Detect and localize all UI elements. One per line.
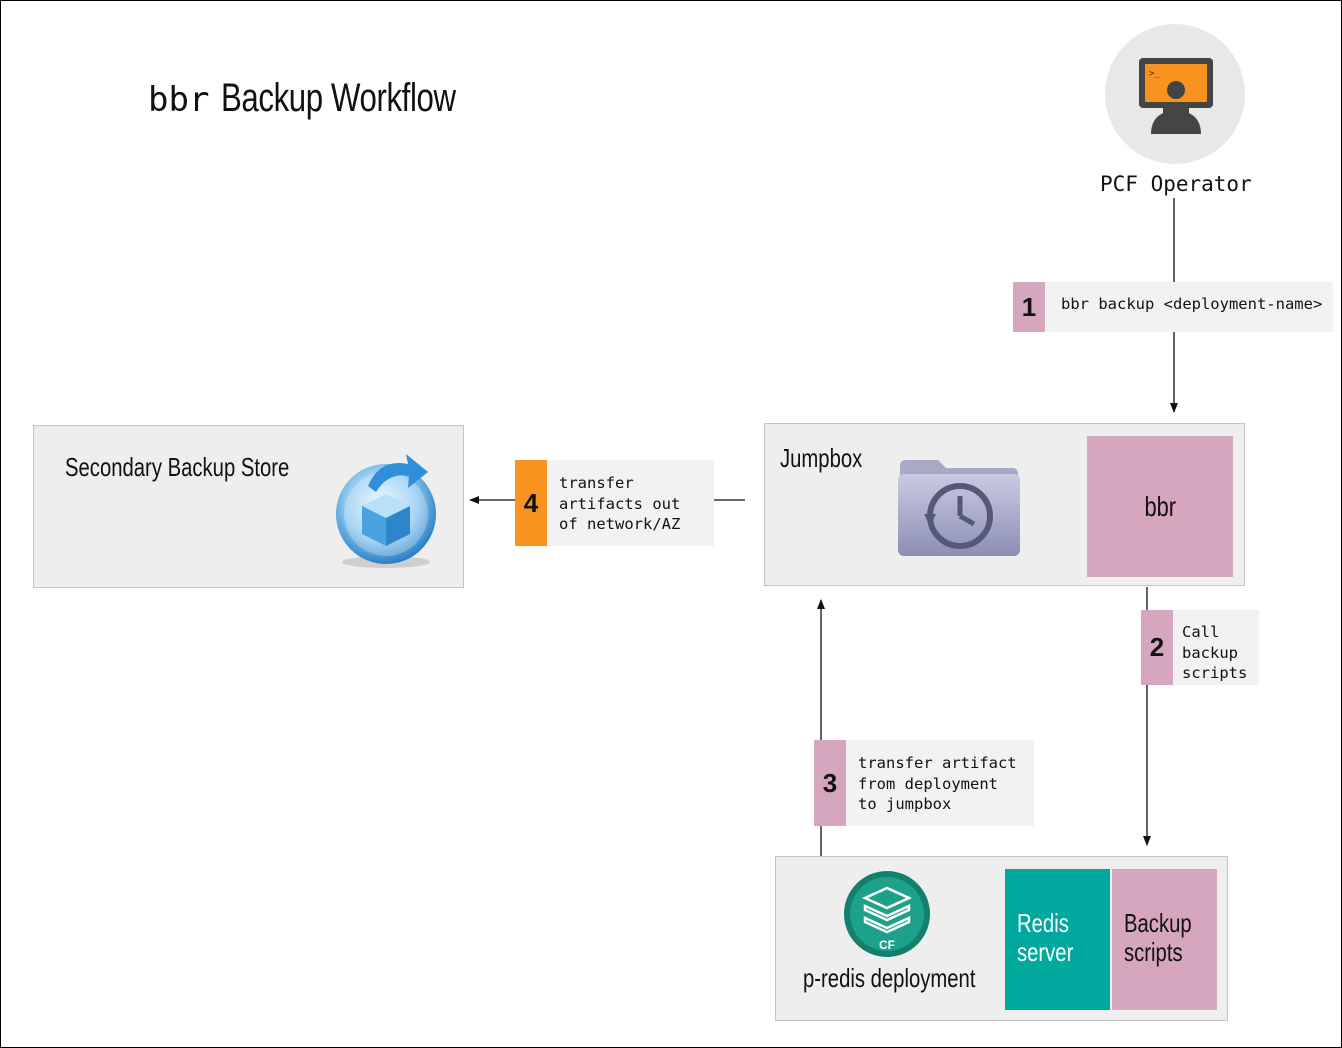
- backup-cube-icon: [328, 446, 440, 570]
- step-3-badge: 3: [814, 740, 846, 826]
- step-4-line: of network/AZ: [559, 515, 681, 533]
- cf-badge: CF: [879, 938, 895, 952]
- step-4-line: artifacts out: [559, 494, 681, 513]
- cf-redis-icon: [843, 870, 931, 958]
- step-3-line: from deployment: [858, 774, 998, 793]
- title-command: bbr: [148, 80, 210, 120]
- step-1-badge: 1: [1013, 282, 1045, 332]
- step-3-text: transfer artifact from deployment to jumpb…: [846, 740, 1034, 826]
- step-4-badge: 4: [515, 460, 547, 546]
- step-2-line: backup: [1182, 643, 1238, 662]
- deployment-label: p-redis deployment: [803, 963, 976, 993]
- step-1-text: bbr backup <deployment-name>: [1045, 282, 1333, 332]
- redis-server-line: Redis: [1017, 908, 1069, 938]
- step-1-line: bbr backup <deployment-name>: [1061, 295, 1323, 313]
- bbr-component: bbr: [1087, 436, 1233, 577]
- step-2-line: scripts: [1182, 664, 1248, 682]
- operator-label: PCF Operator: [1100, 172, 1252, 196]
- step-2-text: Call backup scripts: [1173, 610, 1259, 685]
- operator-avatar: >_: [1105, 24, 1245, 164]
- operator-terminal-icon: >_: [1139, 58, 1213, 134]
- backup-scripts-line: scripts: [1124, 937, 1183, 967]
- diagram-title: bbr Backup Workflow: [148, 76, 521, 121]
- step-4-text: transfer artifacts out of network/AZ: [547, 460, 714, 546]
- step-3-line: to jumpbox: [858, 795, 952, 813]
- step-4-line: transfer: [559, 474, 634, 492]
- secondary-store-label: Secondary Backup Store: [65, 452, 290, 482]
- redis-server-line: server: [1017, 937, 1074, 967]
- bbr-label: bbr: [1144, 490, 1176, 522]
- time-machine-folder-icon: [894, 456, 1024, 558]
- step-2-badge: 2: [1141, 610, 1173, 685]
- backup-scripts-line: Backup: [1124, 908, 1192, 938]
- step-3-line: transfer artifact: [858, 754, 1017, 772]
- step-2-line: Call: [1182, 623, 1220, 641]
- jumpbox-label: Jumpbox: [780, 443, 863, 473]
- svg-text:>_: >_: [1149, 69, 1160, 79]
- title-text: Backup Workflow: [220, 76, 456, 120]
